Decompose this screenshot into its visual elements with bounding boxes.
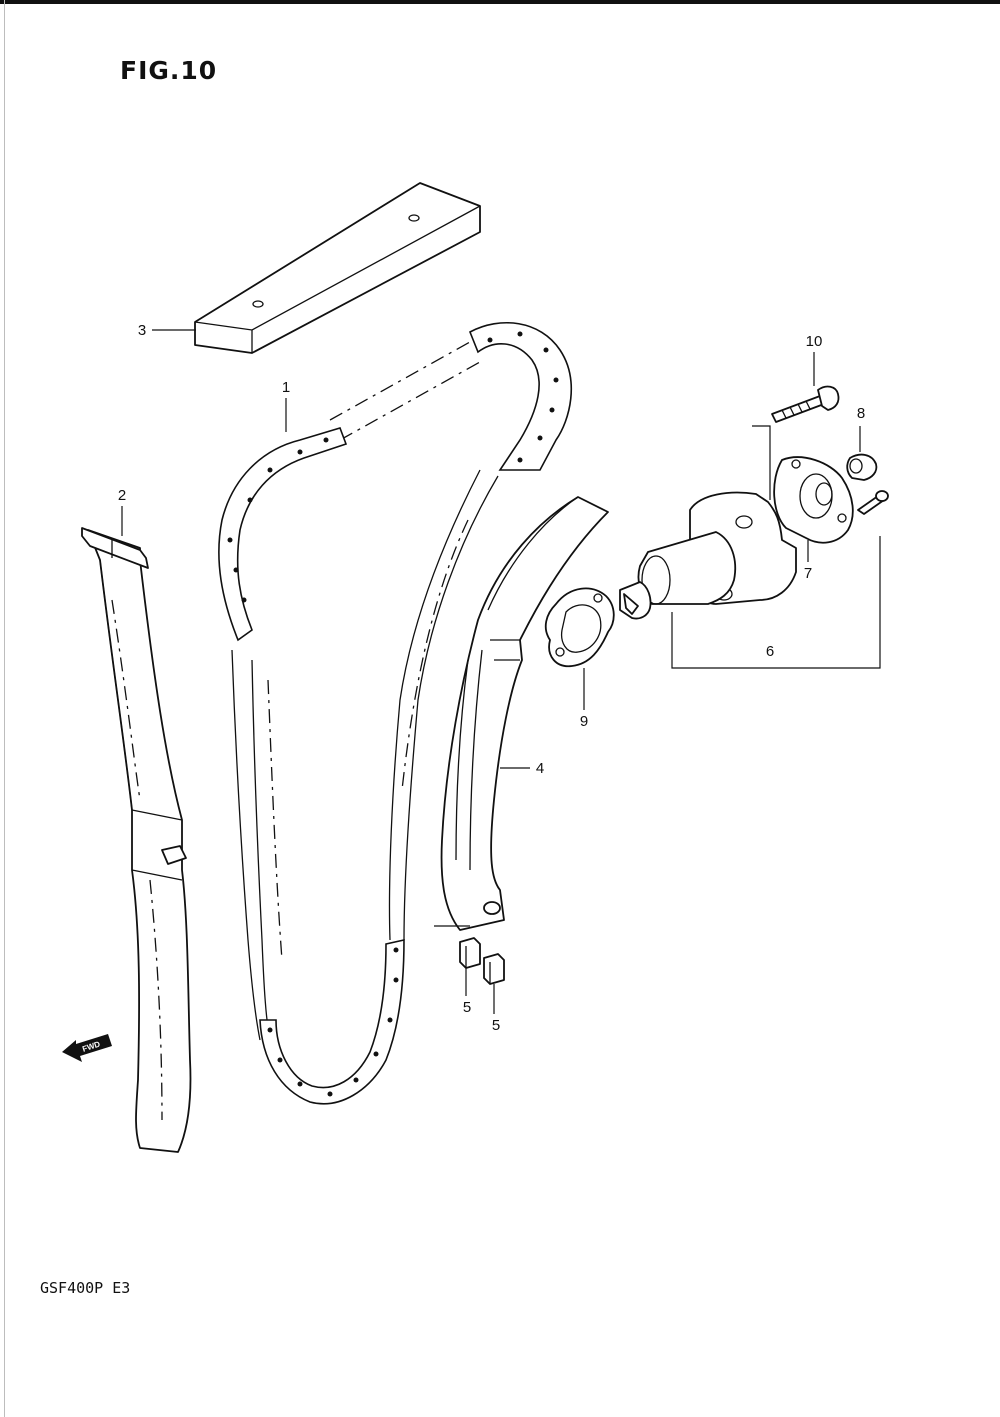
callout-3: 3 [138,322,146,339]
chain-links [218,321,572,1105]
leader-6-top [752,425,771,500]
chain-damper-a [459,937,481,969]
tensioner-cap [846,453,878,481]
callout-2: 2 [118,487,126,504]
rear-chain-guide [81,527,192,1153]
tensioner-gasket [544,587,615,668]
plate-screw [857,490,889,515]
upper-chain-guide [194,182,481,354]
tensioner-plate [773,456,854,544]
tensioner-bolt [771,385,840,423]
model-code: GSF400P E3 [40,1279,131,1297]
fwd-arrow-icon: FWD [62,1034,112,1062]
callout-7: 7 [804,565,812,582]
chain-tensioner-assembly [619,491,797,620]
callout-5a: 5 [463,999,471,1016]
callout-1: 1 [282,379,290,396]
chain-damper-b [483,953,505,985]
callout-9: 9 [580,713,588,730]
callout-4: 4 [536,760,544,777]
callout-10: 10 [806,333,823,350]
callout-6: 6 [766,643,774,660]
leader-6 [671,536,881,669]
front-chain-guide [434,496,609,931]
left-border [4,0,5,1417]
figure-title: FIG.10 [120,56,218,85]
callout-8: 8 [857,405,865,422]
top-border [0,0,1000,4]
cam-chain [218,321,572,1105]
callout-5b: 5 [492,1017,500,1034]
